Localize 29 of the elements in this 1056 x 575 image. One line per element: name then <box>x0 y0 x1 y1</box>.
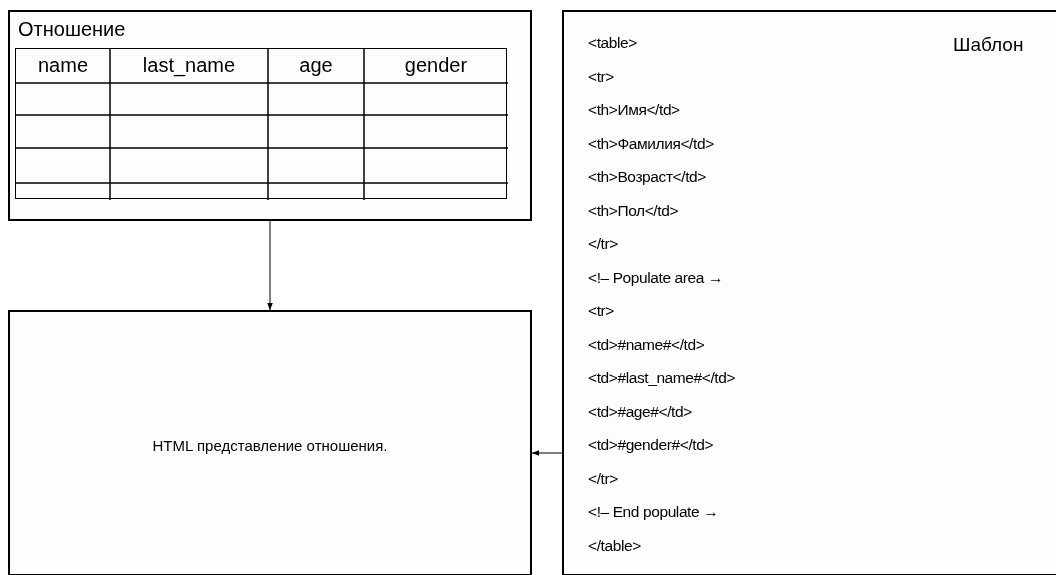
code-line: </tr> <box>588 235 618 253</box>
column-header: last_name <box>142 54 236 77</box>
arrow <box>531 450 563 456</box>
code-line: <!– End populate → <box>588 503 719 521</box>
code-line: <td>#last_name#</td> <box>588 369 736 387</box>
panel-title: Отношение <box>18 18 126 41</box>
column-header: gender <box>404 54 468 77</box>
code-line: <table> <box>588 34 637 52</box>
panel-title: Шаблон <box>953 34 1024 56</box>
code-line: <tr> <box>588 67 614 86</box>
code-line: <td>#age#</td> <box>588 402 692 421</box>
template-panel <box>562 10 1056 575</box>
code-line: <!– Populate area → <box>588 268 723 287</box>
column-header: age <box>299 54 333 77</box>
data-table <box>15 48 507 199</box>
code-line: </table> <box>588 536 641 555</box>
code-line: <th>Имя</td> <box>588 101 680 119</box>
code-line: <th>Фамилия</td> <box>588 134 714 153</box>
code-line: <td>#gender#</td> <box>588 436 714 454</box>
arrow <box>267 220 273 311</box>
relation-panel <box>8 10 532 221</box>
column-header: name <box>38 54 88 77</box>
code-line: <td>#name#</td> <box>588 335 705 354</box>
code-line: <tr> <box>588 302 614 320</box>
output-box <box>8 310 532 575</box>
code-line: </tr> <box>588 469 618 488</box>
code-line: <th>Возраст</td> <box>588 168 706 186</box>
box-label: HTML представление отношения. <box>151 437 389 454</box>
code-line: <th>Пол</td> <box>588 201 679 220</box>
